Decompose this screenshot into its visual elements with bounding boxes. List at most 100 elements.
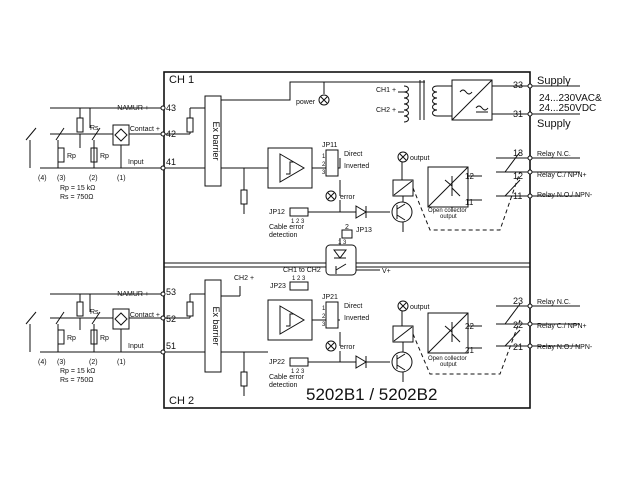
ch1-relay-terminal-12 xyxy=(527,169,533,175)
ch1-direct-label: Direct xyxy=(344,151,362,158)
ch1-contact-label: Contact + xyxy=(130,126,160,133)
ch1-rp-label-2: Rp xyxy=(100,153,109,160)
link-jp13-top: 2 xyxy=(345,224,349,231)
transformer-primary xyxy=(432,85,438,117)
channel-1: NAMUR + 43 Contact + 42 Input 41 Rs Rp R… xyxy=(25,81,593,239)
ch2-inverted-label: Inverted xyxy=(344,315,369,322)
ch2-schmitt-symbol xyxy=(286,313,294,327)
ch2-jp-main-pin-3: 3 xyxy=(322,322,326,328)
ch1-label: CH 1 xyxy=(169,74,194,86)
supply-terminal-33-dot xyxy=(527,83,533,89)
ch1-relay-terminal-11 xyxy=(527,193,533,199)
link-optocoupler-symbol xyxy=(333,249,347,274)
ch1-error-wire xyxy=(308,200,356,213)
ch2-terminal-53-dot xyxy=(160,291,166,297)
ch1-jp-cable-pins: 1 2 3 xyxy=(291,219,305,225)
ch2-jp-cable-block xyxy=(289,357,309,367)
ch1-barrier-label: Ex barrier xyxy=(211,121,221,160)
transformer-ch2: CH2 + xyxy=(376,107,396,114)
ch1-oc-label-1: Open collector xyxy=(428,208,467,214)
ch1-rs-value: Rs = 750Ω xyxy=(60,194,93,201)
supply-terminal-33: 33 xyxy=(513,80,523,90)
ch1-jp-main-pin-2: 2 xyxy=(322,162,326,168)
ch1-type-4: (4) xyxy=(38,175,47,182)
ch1-rs-label: Rs xyxy=(90,125,99,132)
link-vplus: V+ xyxy=(382,268,391,275)
ch2-jp-cable: JP22 xyxy=(269,359,285,366)
ch2-output-label: output xyxy=(410,304,430,311)
ch2-jp-cable-pins: 1 2 3 xyxy=(291,369,305,375)
ch2-error-label: error xyxy=(340,344,355,351)
ch1-oc-terminal-11: 11 xyxy=(465,198,474,207)
ch1-load-resistor xyxy=(240,189,248,205)
ch2-ex-barrier xyxy=(204,279,222,373)
ch1-barrier-wire xyxy=(165,167,268,190)
ch2-relay-terminal-21 xyxy=(527,343,533,349)
ch2-terminal-51-dot xyxy=(160,349,166,355)
ch1-oc-terminal-12: 12 xyxy=(465,172,474,181)
ch1-terminal-42-dot xyxy=(160,131,166,137)
ch2-error-wire xyxy=(308,351,356,363)
link-jp23-block xyxy=(289,281,309,291)
ch2-error-led-symbol xyxy=(327,342,335,350)
transformer-wires xyxy=(437,85,452,117)
ch1-jp-main: JP11 xyxy=(322,142,338,149)
ch1-cable-error-2: detection xyxy=(269,232,298,239)
ch2-load-resistor xyxy=(240,371,248,387)
ch1-input-label: Input xyxy=(128,159,144,166)
ch1-sensor-symbol xyxy=(114,128,128,142)
ch2-label: CH 2 xyxy=(169,395,194,407)
ch1-ex-barrier xyxy=(204,95,222,187)
ch1-switch-contacts xyxy=(25,127,101,168)
ch2-oc-terminal-22: 22 xyxy=(465,322,474,331)
ch1-optocoupler-diag xyxy=(427,166,469,208)
ch2-bias-resistor xyxy=(186,301,194,317)
ch1-relay-terminal-13 xyxy=(527,155,533,161)
link-ch1-to-ch2: CH1 to CH2 xyxy=(283,267,321,274)
ch2-relay-term-21: 21 xyxy=(513,342,523,352)
ch2-relay-link xyxy=(412,319,521,375)
ch2-bias-wire xyxy=(165,293,205,319)
supply-voltage-ac: 24...230VAC& xyxy=(539,93,602,104)
ch2-input-wiring xyxy=(40,293,161,353)
ch1-relay-term-11: 11 xyxy=(513,191,522,201)
ch1-rp-value: Rp = 15 kΩ xyxy=(60,185,95,192)
ch1-jp-main-block xyxy=(325,149,339,177)
ch1-bias-wire xyxy=(165,107,205,135)
ch1-relay-no: Relay N.O./ NPN- xyxy=(537,192,593,199)
enclosure xyxy=(163,71,531,409)
ch2-type-3: (3) xyxy=(57,359,66,366)
supply-voltage-dc: 24...250VDC xyxy=(539,103,596,114)
ch2-rp-label-2: Rp xyxy=(100,335,109,342)
ch2-jp-main: JP21 xyxy=(322,294,338,301)
ch1-amplifier xyxy=(279,153,305,183)
ch1-diode xyxy=(355,205,390,219)
link-ch2-plus: CH2 + xyxy=(234,275,254,282)
transformer-core xyxy=(419,80,425,120)
channel-link: 2 JP13 1 3 V+ CH2 + CH1 to CH2 JP23 1 2 … xyxy=(234,224,391,296)
ch1-rp-resistor-3 xyxy=(57,147,65,163)
ch2-output-led-symbol xyxy=(399,302,407,310)
ch1-output-led-symbol xyxy=(399,153,407,161)
ch1-jp-main-pin-3: 3 xyxy=(322,170,326,176)
ch2-rs-resistor xyxy=(76,301,84,317)
ch1-transistor-symbol xyxy=(396,203,406,221)
link-jp23-pins: 1 2 3 xyxy=(292,276,306,282)
ch1-power-wire xyxy=(221,81,425,101)
ch2-barrier-wire xyxy=(165,295,268,372)
supply-wires xyxy=(492,85,530,115)
ch1-relay-term-12: 12 xyxy=(513,171,523,181)
ch2-relay-nc: Relay N.C. xyxy=(537,299,571,306)
ch2-relay-c: Relay C./ NPN+ xyxy=(537,323,587,330)
ch2-optocoupler-symbol xyxy=(444,322,461,343)
ch2-terminal-53: 53 xyxy=(166,287,176,297)
ch2-rs-value: Rs = 750Ω xyxy=(60,377,93,384)
ch2-jp-main-block xyxy=(325,301,339,329)
ch2-type-4: (4) xyxy=(38,359,47,366)
ch1-output-label: output xyxy=(410,155,430,162)
ch2-rp-resistor-3 xyxy=(57,329,65,345)
ch2-transistor-symbol xyxy=(396,353,406,371)
ch2-amplifier xyxy=(279,305,305,335)
ch2-relay-terminal-22 xyxy=(527,321,533,327)
